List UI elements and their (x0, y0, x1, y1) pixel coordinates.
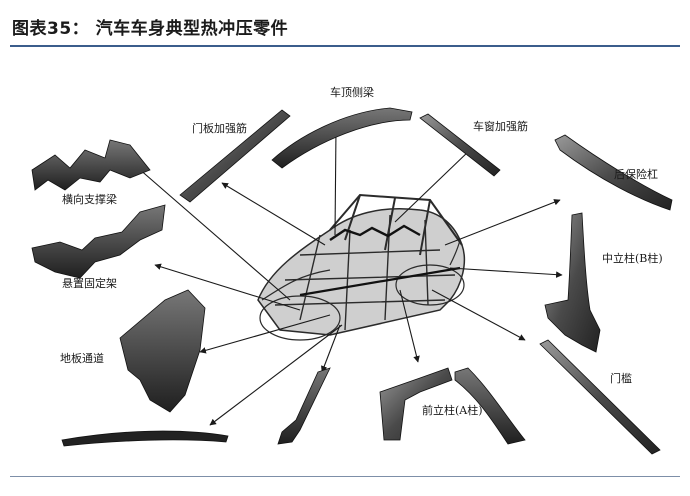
cross-brace-part (31, 139, 151, 191)
arrow-a-pillar (399, 289, 420, 363)
arrow-window-reinforcement (394, 149, 471, 223)
arrow-door-sill (431, 289, 526, 341)
title-divider (10, 45, 680, 47)
label-roof-rail: 车顶侧梁 (330, 85, 374, 99)
door-reinforcement-part (179, 109, 291, 203)
label-door-sill: 门槛 (610, 371, 632, 385)
roof-rail-part (271, 107, 413, 169)
hot-stamping-parts-diagram: 车顶侧梁 门板加强筋 车窗加强筋 横向支撑梁 后保险杠 悬置固定架 中立柱(B柱… (31, 85, 673, 455)
label-rear-bumper: 后保险杠 (614, 167, 658, 181)
arrow-b-pillar (449, 267, 563, 278)
arrow-front-bottom (209, 324, 343, 426)
b-pillar-part (544, 212, 601, 353)
label-b-pillar: 中立柱(B柱) (602, 251, 663, 265)
arrow-door-reinforcement (221, 182, 326, 246)
arrow-front-lower (321, 324, 341, 373)
a-pillar-curved-part (454, 367, 526, 445)
rear-bumper-part (554, 134, 673, 211)
label-a-pillar: 前立柱(A柱) (422, 403, 483, 417)
floor-tunnel-part (119, 289, 206, 413)
leader-arrows (137, 127, 563, 426)
window-reinforcement-part (419, 113, 501, 177)
part-labels: 车顶侧梁 门板加强筋 车窗加强筋 横向支撑梁 后保险杠 悬置固定架 中立柱(B柱… (60, 85, 663, 417)
label-window-reinforcement: 车窗加强筋 (473, 119, 528, 133)
arrow-floor-tunnel (199, 314, 331, 354)
label-floor-tunnel: 地板通道 (60, 351, 104, 365)
suspension-bracket-part (31, 204, 166, 279)
part-shapes (31, 107, 673, 455)
car-body-frame (257, 193, 466, 341)
a-pillar-part (379, 367, 453, 441)
arrow-cross-brace (137, 167, 291, 301)
front-bottom-part (61, 430, 229, 447)
arrow-suspension-bracket (154, 263, 301, 311)
label-suspension-bracket: 悬置固定架 (62, 276, 117, 290)
figure-title: 图表35： 汽车车身典型热冲压零件 (12, 19, 289, 39)
arrow-roof-rail (332, 127, 340, 236)
footer-divider (10, 476, 680, 477)
door-sill-part (539, 339, 661, 455)
label-door-reinforcement: 门板加强筋 (192, 121, 247, 135)
arrow-rear-bumper (444, 199, 561, 246)
label-cross-brace: 横向支撑梁 (62, 192, 117, 206)
front-lower-part (277, 367, 331, 445)
